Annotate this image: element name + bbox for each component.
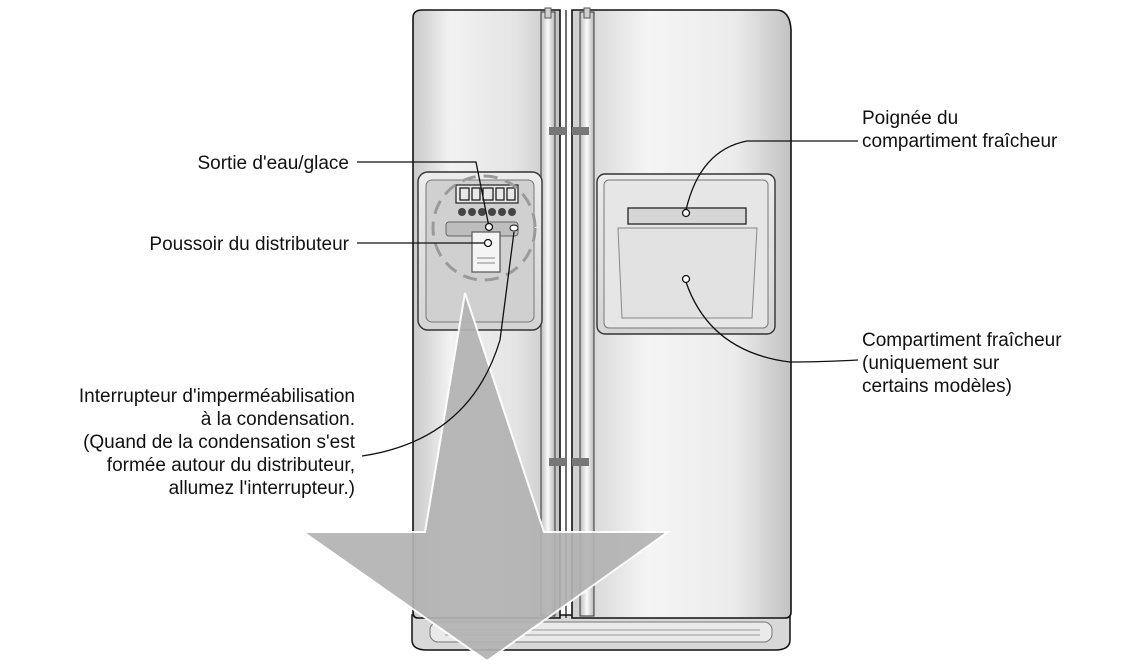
- dispenser-highlight-circle: [431, 174, 537, 282]
- label-condensation-switch-line5: allumez l'interrupteur.): [169, 478, 355, 499]
- condensation-switch: [509, 224, 519, 232]
- label-freshness-compartment-line2: (uniquement sur: [862, 353, 1000, 374]
- label-condensation-switch-line1: Interrupteur d'imperméabilisation: [79, 386, 355, 407]
- label-water-ice-outlet: Sortie d'eau/glace: [197, 153, 349, 174]
- label-condensation-switch-line3: (Quand de la condensation s'est: [83, 432, 356, 453]
- label-freshness-handle-line1: Poignée du: [862, 108, 958, 129]
- leader-condensation-switch: [361, 231, 515, 457]
- label-condensation-switch-line4: formée autour du distributeur,: [107, 455, 355, 476]
- label-condensation-switch-line2: à la condensation.: [201, 409, 355, 430]
- label-freshness-compartment-line1: Compartiment fraîcheur: [862, 330, 1062, 351]
- freshness-compartment: [596, 173, 776, 335]
- label-freshness-handle-line2: compartiment fraîcheur: [862, 131, 1058, 152]
- dispenser-pad: [471, 231, 501, 273]
- door-handles: [540, 7, 595, 617]
- leader-freshness-handle: [685, 140, 858, 211]
- label-freshness-compartment-line3: certains modèles): [862, 376, 1012, 397]
- leader-freshness-compartment: [685, 281, 859, 363]
- label-dispenser-pad: Poussoir du distributeur: [149, 234, 349, 255]
- dispenser: [417, 171, 543, 331]
- down-arrow: [299, 292, 672, 663]
- leader-water-ice-outlet: [357, 161, 490, 228]
